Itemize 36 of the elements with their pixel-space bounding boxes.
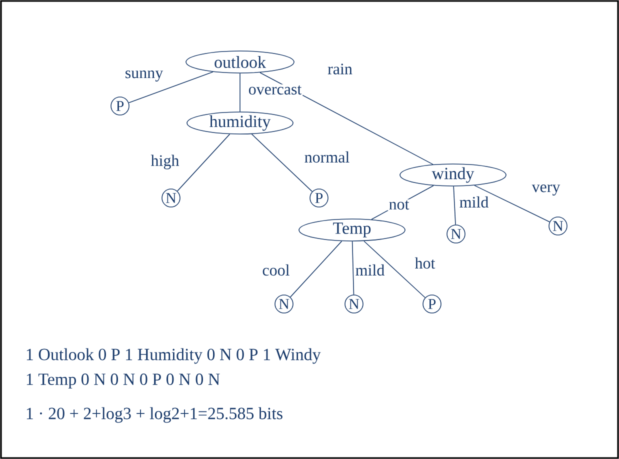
leaf-node: P (110, 96, 130, 116)
edge-label: sunny (124, 70, 164, 82)
leaf-node: N (344, 294, 364, 314)
text-line: 1 Temp 0 N 0 N 0 P 0 N 0 N (26, 374, 220, 388)
text-line: 1 · 20 + 2+log3 + log2+1=25.585 bits (26, 407, 282, 423)
tree-branch (474, 185, 550, 222)
edge-label: hot (414, 256, 436, 270)
tree-branch (251, 134, 313, 192)
edge-label: cool (261, 263, 291, 277)
edge-label: overcast (247, 84, 303, 96)
text-line: 1 Outlook 0 P 1 Humidity 0 N 0 P 1 Windy (26, 348, 321, 364)
decision-node: windy (400, 164, 506, 186)
leaf-node: N (446, 224, 466, 244)
tree-branch (371, 185, 434, 220)
leaf-node: N (274, 294, 294, 314)
edge-label: mild (458, 195, 490, 209)
tree-branch (453, 186, 456, 226)
tree-branch (364, 240, 426, 298)
tree-branch (352, 241, 354, 295)
tree-branch (128, 72, 214, 104)
edge-label: not (388, 199, 410, 211)
leaf-node: P (422, 294, 442, 314)
edge-label: normal (303, 150, 351, 164)
decision-node: outlook (186, 50, 294, 74)
edge-label: high (150, 154, 180, 170)
leaf-node: N (548, 216, 568, 236)
edge-label: rain (326, 62, 354, 76)
leaf-node: N (162, 188, 180, 208)
edge-label: mild (354, 263, 386, 277)
decision-node: humidity (186, 112, 294, 134)
tree-branch (290, 240, 342, 298)
leaf-node: P (310, 188, 328, 208)
decision-node: Temp (298, 218, 406, 242)
edge-label: very (530, 184, 562, 196)
tree-branch (260, 72, 434, 165)
tree-branch (176, 134, 230, 192)
